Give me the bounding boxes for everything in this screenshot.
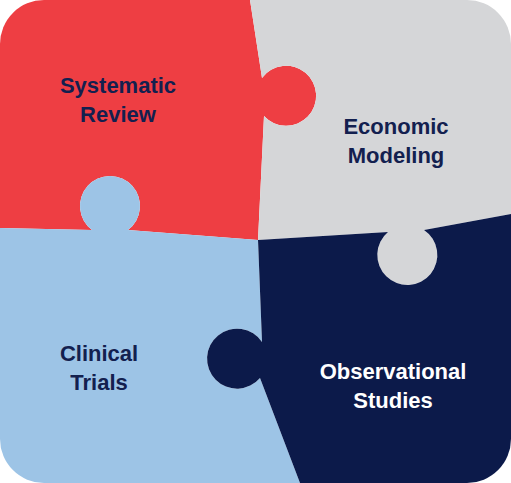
piece-shape [207,214,511,483]
piece-label: Clinical Trials [39,339,159,397]
piece-shape [0,176,300,483]
piece-label: Economic Modeling [316,112,476,170]
piece-label: Observational Studies [306,357,481,415]
piece-label: Systematic Review [38,71,198,129]
